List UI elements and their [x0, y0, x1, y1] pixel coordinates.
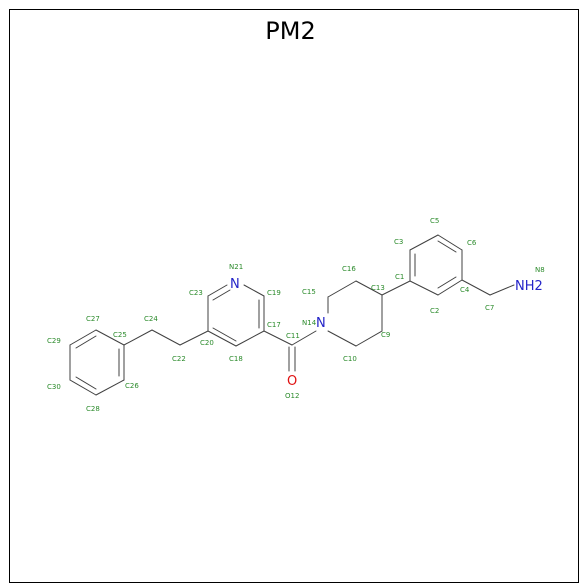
atom-label: C3 [394, 238, 403, 246]
atom-label: C17 [267, 321, 281, 329]
atom-label: C13 [371, 284, 385, 292]
bond [437, 276, 457, 289]
canvas-frame [9, 9, 579, 583]
atom-label: N14 [302, 319, 317, 327]
atom-label: C19 [267, 289, 281, 297]
atom-label: C25 [113, 331, 127, 339]
atom-label: C16 [342, 265, 356, 273]
atom-label: C28 [86, 405, 100, 413]
bond [355, 280, 383, 296]
atom-label: C18 [229, 355, 243, 363]
bond [95, 379, 125, 396]
atom-label: C15 [302, 288, 316, 296]
bond [212, 289, 231, 301]
bond [207, 284, 228, 297]
bond [207, 330, 237, 347]
atom-label: C27 [86, 315, 100, 323]
atom-label: C5 [430, 217, 439, 225]
bond [355, 330, 383, 347]
atom-label: C23 [189, 289, 203, 297]
bond [437, 234, 463, 251]
pyridine-nitrogen: N [230, 277, 240, 292]
carbonyl-oxygen: O [287, 374, 297, 389]
atom-label: C2 [430, 307, 439, 315]
bond [409, 280, 439, 296]
atom-label: N21 [229, 263, 243, 271]
bond [69, 379, 97, 396]
bond [212, 327, 237, 342]
bond [151, 329, 181, 346]
bond [69, 329, 97, 346]
atom-label: C4 [460, 286, 470, 294]
amide-nitrogen: N [316, 316, 326, 331]
atom-label: C1 [395, 273, 404, 281]
bond [327, 330, 357, 347]
atom-label: C10 [343, 355, 357, 363]
bonds [69, 234, 515, 396]
bond [75, 335, 97, 349]
bond [123, 329, 153, 346]
atom-label: O12 [285, 392, 299, 400]
bond [179, 330, 209, 346]
atom-label: C29 [47, 337, 61, 345]
molecule-title: PM2 [265, 17, 316, 45]
bond [437, 279, 463, 296]
bond [489, 284, 515, 296]
atom-labels: N21 C23 C19 C17 C20 C18 C24 C22 C25 C26 … [47, 217, 545, 413]
bond [409, 234, 439, 251]
bond [291, 330, 317, 346]
bond [327, 280, 357, 298]
bond [437, 240, 457, 253]
bond [235, 330, 265, 347]
bond [95, 329, 125, 346]
atom-label: C7 [485, 304, 494, 312]
bond [75, 376, 97, 390]
bond [461, 279, 491, 296]
atom-label: C9 [381, 331, 390, 339]
atom-label: C22 [172, 355, 186, 363]
atom-label: C24 [144, 315, 158, 323]
atom-label: C20 [200, 339, 214, 347]
amine-group: NH2 [515, 279, 543, 294]
atom-label: N8 [535, 266, 545, 274]
atom-label: C6 [467, 239, 477, 247]
bond [381, 280, 411, 296]
bond [263, 330, 293, 346]
atom-label: C30 [47, 383, 61, 391]
bond [243, 284, 265, 297]
atom-label: C26 [125, 382, 139, 390]
atom-label: C11 [286, 332, 300, 340]
